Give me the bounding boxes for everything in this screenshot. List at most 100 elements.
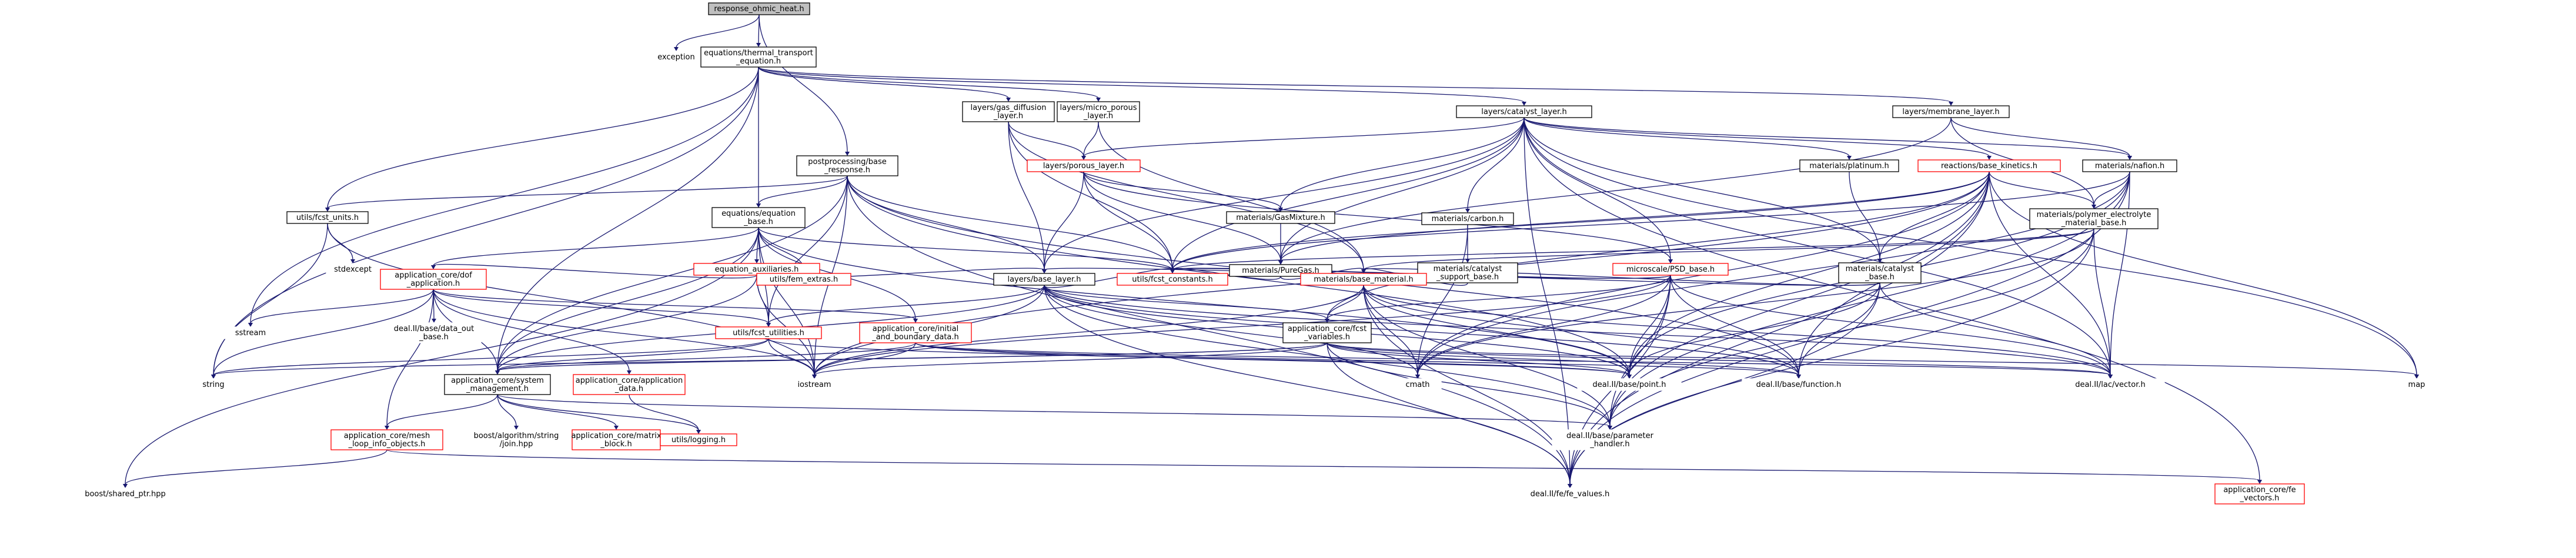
node-carb[interactable]: materials/carbon.h xyxy=(1421,212,1514,225)
node-por[interactable]: layers/porous_layer.h xyxy=(1027,159,1141,172)
node-label: _vectors.h xyxy=(2240,494,2280,503)
node-label: _and_boundary_data.h xyxy=(871,333,959,342)
edge-pp-to-fcu xyxy=(325,175,848,212)
node-fem[interactable]: utils/fem_extras.h xyxy=(756,273,851,286)
node-label: _support_base.h xyxy=(1436,273,1499,282)
node-fevec[interactable]: application_core/fe_vectors.h xyxy=(2214,483,2305,504)
node-plat[interactable]: materials/platinum.h xyxy=(1799,159,1899,172)
node-futil[interactable]: utils/fcst_utilities.h xyxy=(715,326,822,339)
node-label: _base.h xyxy=(743,218,773,226)
node-box xyxy=(464,429,569,450)
edge-mpl-to-por xyxy=(1081,121,1099,160)
node-bmat[interactable]: materials/base_material.h xyxy=(1300,273,1427,286)
node-label: materials/platinum.h xyxy=(1809,162,1889,171)
node-label: application_core/system xyxy=(451,376,544,385)
node-rbk[interactable]: reactions/base_kinetics.h xyxy=(1917,159,2061,172)
node-label: _base.h xyxy=(419,333,449,342)
node-box xyxy=(715,326,822,339)
node-fvar[interactable]: application_core/fcst_variables.h xyxy=(1282,322,1372,343)
node-appd[interactable]: application_core/application_data.h xyxy=(573,374,686,395)
edge-fvar-to-fev xyxy=(1327,342,1572,488)
node-box xyxy=(386,322,482,343)
node-box xyxy=(1417,262,1518,283)
node-box xyxy=(2056,378,2165,391)
node-label: application_core/application xyxy=(576,376,683,385)
node-log[interactable]: utils/logging.h xyxy=(660,433,737,446)
node-root[interactable]: response_ohmic_heat.h xyxy=(708,2,810,15)
edge-mesh-to-shp xyxy=(123,449,387,488)
edge-rbk-to-matcat xyxy=(1877,171,1990,263)
node-label: application_core/mesh xyxy=(344,432,430,440)
edge-fvar-to-point xyxy=(1327,342,1632,379)
edge-eqtt-to-gdl xyxy=(758,66,1011,102)
node-pp[interactable]: postprocessing/base_response.h xyxy=(796,155,898,176)
node-ibd[interactable]: application_core/initial_and_boundary_da… xyxy=(859,322,972,343)
node-eqaux[interactable]: equation_auxiliaries.h xyxy=(693,263,820,276)
node-label: iostream xyxy=(797,380,831,389)
node-blay[interactable]: layers/base_layer.h xyxy=(993,273,1095,286)
node-naf[interactable]: materials/nafion.h xyxy=(2082,159,2177,172)
node-label: application_core/fe xyxy=(2223,486,2296,494)
node-label: deal.II/base/parameter xyxy=(1566,432,1654,440)
edge-mem-to-pg xyxy=(1278,117,1952,265)
node-gdl[interactable]: layers/gas_diffusion_layer.h xyxy=(962,101,1055,122)
node-catsup[interactable]: materials/catalyst_support_base.h xyxy=(1417,262,1518,283)
node-box xyxy=(1282,322,1372,343)
node-box xyxy=(1057,101,1140,122)
node-exc: exception xyxy=(649,51,703,64)
node-mem[interactable]: layers/membrane_layer.h xyxy=(1892,105,2010,118)
node-label: utils/fcst_utilities.h xyxy=(733,329,804,338)
node-label: _data.h xyxy=(614,385,643,393)
node-box xyxy=(444,374,551,395)
node-box xyxy=(796,155,898,176)
node-matcat[interactable]: materials/catalyst_base.h xyxy=(1838,262,1922,283)
edge-mesh-to-fevec xyxy=(386,449,2262,484)
node-psd[interactable]: microscale/PSD_base.h xyxy=(1612,263,1729,276)
edge-appd-to-log xyxy=(629,394,701,434)
node-box xyxy=(1394,378,1442,391)
node-vec: deal.II/lac/vector.h xyxy=(2056,378,2165,391)
node-mblk[interactable]: application_core/matrix_block.h xyxy=(571,429,661,450)
node-box xyxy=(660,433,737,446)
node-mpl[interactable]: layers/micro_porous_layer.h xyxy=(1057,101,1140,122)
node-fcon[interactable]: utils/fcst_constants.h xyxy=(1117,273,1228,286)
node-cmath: cmath xyxy=(1394,378,1442,391)
node-gm[interactable]: materials/GasMixture.h xyxy=(1226,211,1335,224)
node-param: deal.II/base/parameter_handler.h xyxy=(1552,429,1668,450)
node-mesh[interactable]: application_core/mesh_loop_info_objects.… xyxy=(330,429,443,450)
node-box xyxy=(711,207,806,228)
node-box xyxy=(2029,208,2159,229)
node-label: equation_auxiliaries.h xyxy=(715,265,799,274)
node-label: materials/PureGas.h xyxy=(1242,266,1319,275)
node-cat[interactable]: layers/catalyst_layer.h xyxy=(1456,105,1592,118)
edge-fvar-to-str xyxy=(211,342,1328,379)
edge-mpl-to-bmat xyxy=(1098,121,1366,273)
node-label: _application.h xyxy=(406,279,460,288)
node-box xyxy=(326,263,380,276)
node-pem[interactable]: materials/polymer_electrolyte_material_b… xyxy=(2029,208,2159,229)
node-box xyxy=(700,46,817,68)
edge-sysm-to-log xyxy=(497,394,701,434)
edge-pp-to-blay xyxy=(847,175,1047,273)
node-box xyxy=(1838,262,1922,283)
node-label: _loop_info_objects.h xyxy=(348,440,426,449)
node-label: materials/catalyst xyxy=(1434,265,1502,273)
node-fcu[interactable]: utils/fcst_units.h xyxy=(286,211,369,224)
node-box xyxy=(1421,212,1514,225)
node-box xyxy=(1742,378,1856,391)
node-label: _layer.h xyxy=(993,112,1023,121)
node-label: deal.II/lac/vector.h xyxy=(2075,380,2146,389)
edge-eqtt-to-mem xyxy=(758,66,1953,106)
node-box xyxy=(2398,378,2435,391)
node-fev: deal.II/fe/fe_values.h xyxy=(1512,487,1628,500)
node-box xyxy=(330,429,443,450)
node-box xyxy=(1456,105,1592,118)
node-dof[interactable]: application_core/dof_application.h xyxy=(380,269,487,290)
node-eqtt[interactable]: equations/thermal_transport_equation.h xyxy=(700,46,817,68)
edge-eqeq-to-fcon xyxy=(758,227,1175,273)
node-sysm[interactable]: application_core/system_management.h xyxy=(444,374,551,395)
node-eqeq[interactable]: equations/equation_base.h xyxy=(711,207,806,228)
node-label: layers/gas_diffusion xyxy=(971,103,1047,112)
node-label: equations/thermal_transport xyxy=(704,49,813,58)
edge-fvar-to-ios xyxy=(812,342,1328,379)
